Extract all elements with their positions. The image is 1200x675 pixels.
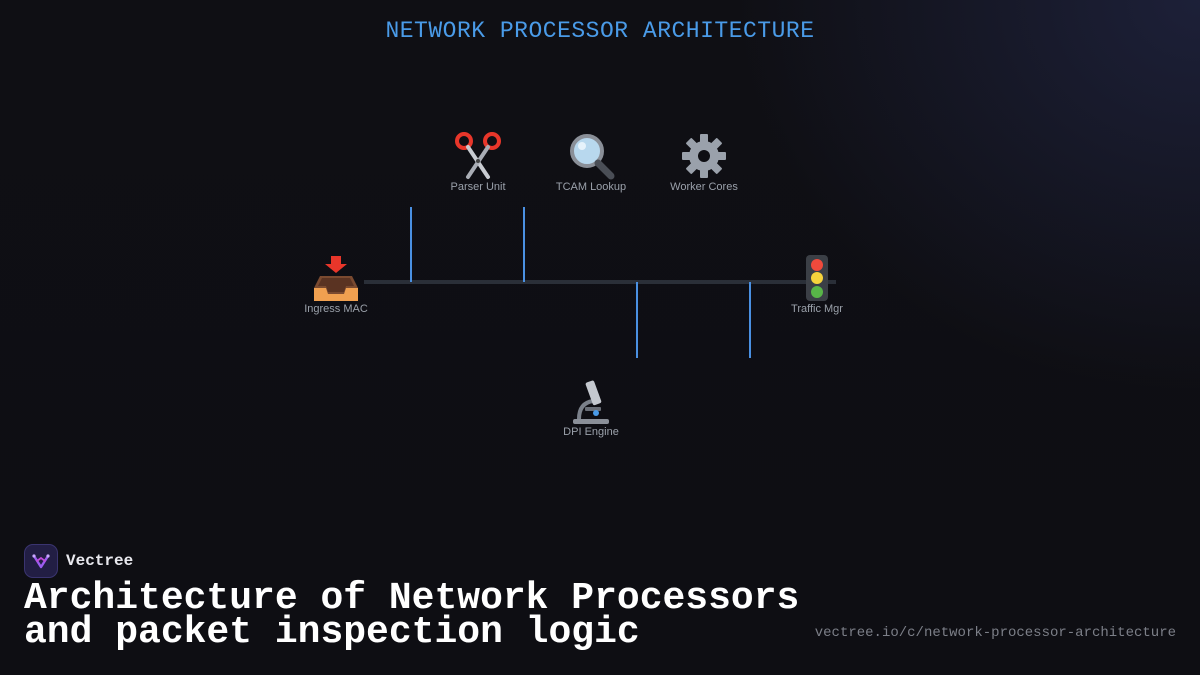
node-label: TCAM Lookup [555,181,627,193]
vectree-logo-icon [24,544,58,578]
gear-icon [634,132,774,180]
traffic-light-icon [747,254,887,302]
brand-name: Vectree [66,552,134,570]
node-tcam-lookup: TCAM Lookup [521,132,661,193]
node-label: Worker Cores [670,181,738,193]
node-traffic-mgr: Traffic Mgr [747,254,887,315]
headline-line-2: and packet inspection logic [24,611,640,654]
inbox-tray-icon [266,254,406,302]
source-url[interactable]: vectree.io/c/network-processor-architect… [814,625,1176,641]
brand: Vectree [24,544,133,578]
node-label: Parser Unit [450,181,506,193]
node-label: DPI Engine [563,426,619,438]
node-worker-cores: Worker Cores [634,132,774,193]
scissors-icon [408,132,548,180]
diagram-title: NETWORK PROCESSOR ARCHITECTURE [385,18,815,44]
microscope-icon [521,377,661,425]
headline-line-1: Architecture of Network Processors [24,577,800,620]
node-label: Traffic Mgr [791,303,843,315]
magnifying-glass-icon [521,132,661,180]
node-label: Ingress MAC [304,303,368,315]
node-parser-unit: Parser Unit [408,132,548,193]
node-dpi-engine: DPI Engine [521,377,661,438]
node-ingress-mac: Ingress MAC [266,254,406,315]
headline: Architecture of Network Processors and p… [24,577,804,654]
